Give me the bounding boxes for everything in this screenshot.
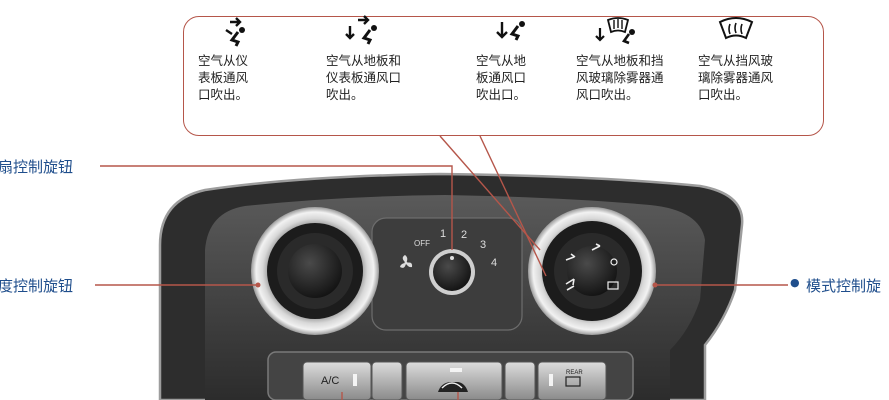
fan-speed-3: 3 (480, 239, 486, 251)
mode-bilevel: 空气从地板和 仪表板通风口 吹出。 (326, 14, 446, 103)
floor-defrost-icon (594, 14, 640, 48)
rear-defrost-label: REAR (566, 370, 583, 376)
fan-speed-1: 1 (440, 228, 446, 240)
rear-defrost-button[interactable] (538, 362, 606, 400)
mode-face-text: 空气从仪 表板通风 口吹出。 (198, 52, 318, 103)
mode-knob-leader-dot (653, 283, 658, 288)
mode-defrost-text: 空气从挡风玻 璃除雾器通风 口吹出。 (698, 52, 818, 103)
right-small-button[interactable] (505, 362, 535, 400)
mode-knob-label: 模式控制旋 (806, 275, 889, 296)
mode-bilevel-text: 空气从地板和 仪表板通风口 吹出。 (326, 52, 446, 103)
recirculation-button[interactable] (406, 362, 502, 400)
floor-vent-icon (494, 14, 534, 48)
left-small-button[interactable] (372, 362, 402, 400)
fan-knob[interactable] (429, 249, 475, 295)
mode-face: 空气从仪 表板通风 口吹出。 (198, 14, 318, 103)
fan-off-label: OFF (414, 239, 430, 248)
floor-face-vent-icon (344, 14, 384, 48)
mode-floor-defrost-text: 空气从地板和挡 风玻璃除雾器通 风口吹出。 (576, 52, 696, 103)
fan-speed-4: 4 (491, 257, 497, 269)
temp-knob-leader-dot (256, 283, 261, 288)
face-vent-icon (216, 14, 250, 48)
rear-indicator (549, 374, 553, 386)
ac-button-label: A/C (321, 375, 339, 387)
recirculation-indicator (450, 368, 462, 372)
mode-label-bullet: ● (790, 276, 800, 289)
temperature-knob[interactable] (251, 207, 379, 335)
fan-speed-2: 2 (461, 229, 467, 241)
mode-knob[interactable] (528, 207, 656, 335)
mode-floor-defrost: 空气从地板和挡 风玻璃除雾器通 风口吹出。 (576, 14, 696, 103)
windshield-defrost-icon (716, 14, 756, 48)
temp-knob-label: 度控制旋钮 (0, 275, 73, 296)
ac-indicator (353, 374, 357, 386)
mode-defrost: 空气从挡风玻 璃除雾器通风 口吹出。 (698, 14, 818, 103)
fan-knob-label: 扇控制旋钮 (0, 156, 73, 177)
